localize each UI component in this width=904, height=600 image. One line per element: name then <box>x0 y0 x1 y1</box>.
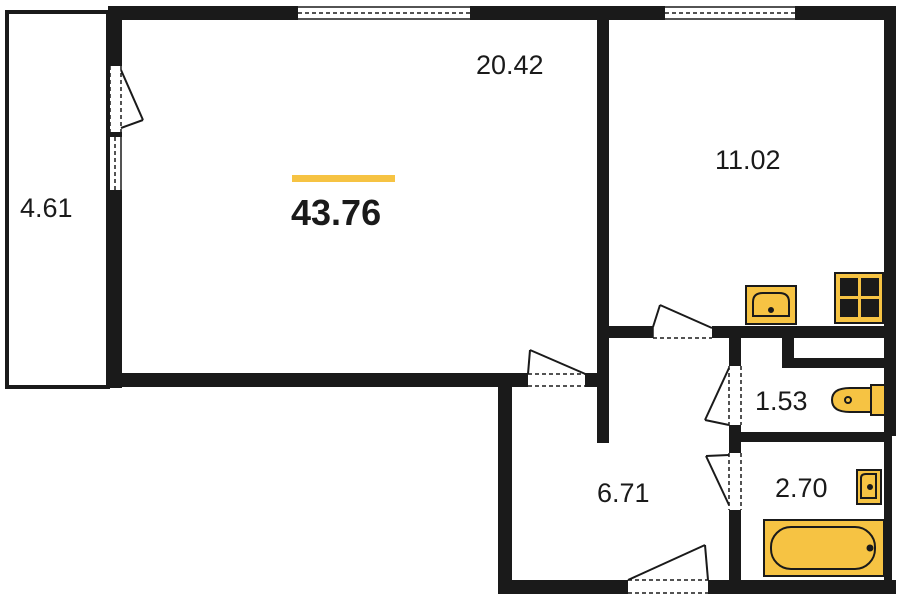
toilet-icon <box>830 384 886 416</box>
wall-right-lower <box>884 436 892 581</box>
wall-living-left-top <box>108 6 122 66</box>
door-toilet <box>704 366 742 426</box>
wall-top-mid <box>470 6 665 20</box>
wall-top-right <box>795 6 896 20</box>
wall-living-left-bottom <box>108 190 122 388</box>
door-living-room <box>527 349 591 387</box>
walls <box>108 6 896 594</box>
door-entrance <box>627 544 709 594</box>
doors <box>109 66 742 594</box>
total-area-accent-bar <box>292 175 395 182</box>
total-area-label: 43.76 <box>291 192 382 233</box>
wall-hall-left <box>498 387 512 593</box>
kitchen-sink-icon <box>745 285 797 325</box>
bathroom-sink-icon <box>856 469 882 505</box>
bathtub-icon <box>763 519 885 577</box>
wall-top-left <box>108 6 298 20</box>
wall-living-bottom <box>108 373 528 387</box>
wall-living-bottom-right <box>585 373 597 387</box>
toilet-area-label: 1.53 <box>755 386 808 416</box>
bathroom-area-label: 2.70 <box>775 473 828 503</box>
hallway-area-label: 6.71 <box>597 478 650 508</box>
wall-kitchen-bottom-right <box>712 326 896 338</box>
door-bathroom <box>705 453 742 510</box>
wall-hall-bottom-right <box>708 580 896 594</box>
wall-wc-left-mid <box>729 425 741 453</box>
window-living-room <box>298 6 470 20</box>
window-balcony <box>108 137 122 190</box>
door-balcony <box>109 66 144 132</box>
wall-wc-bath <box>741 432 892 442</box>
wall-living-kitchen <box>597 20 609 443</box>
wall-right <box>884 6 896 436</box>
door-kitchen <box>652 304 713 339</box>
living-room-area-label: 20.42 <box>476 50 544 80</box>
balcony-area-label: 4.61 <box>20 193 73 223</box>
window-kitchen <box>665 6 795 20</box>
fixtures <box>745 272 886 577</box>
windows <box>108 6 795 190</box>
wall-kitchen-bottom-left <box>609 326 653 338</box>
kitchen-area-label: 11.02 <box>715 145 781 175</box>
wall-living-left-mid <box>108 132 122 137</box>
wall-hall-bottom-left <box>498 580 628 594</box>
wall-wc-left-bottom <box>729 510 741 585</box>
stove-icon <box>834 272 884 324</box>
wall-shaft-h <box>782 358 892 368</box>
wall-wc-left-top <box>729 338 741 366</box>
